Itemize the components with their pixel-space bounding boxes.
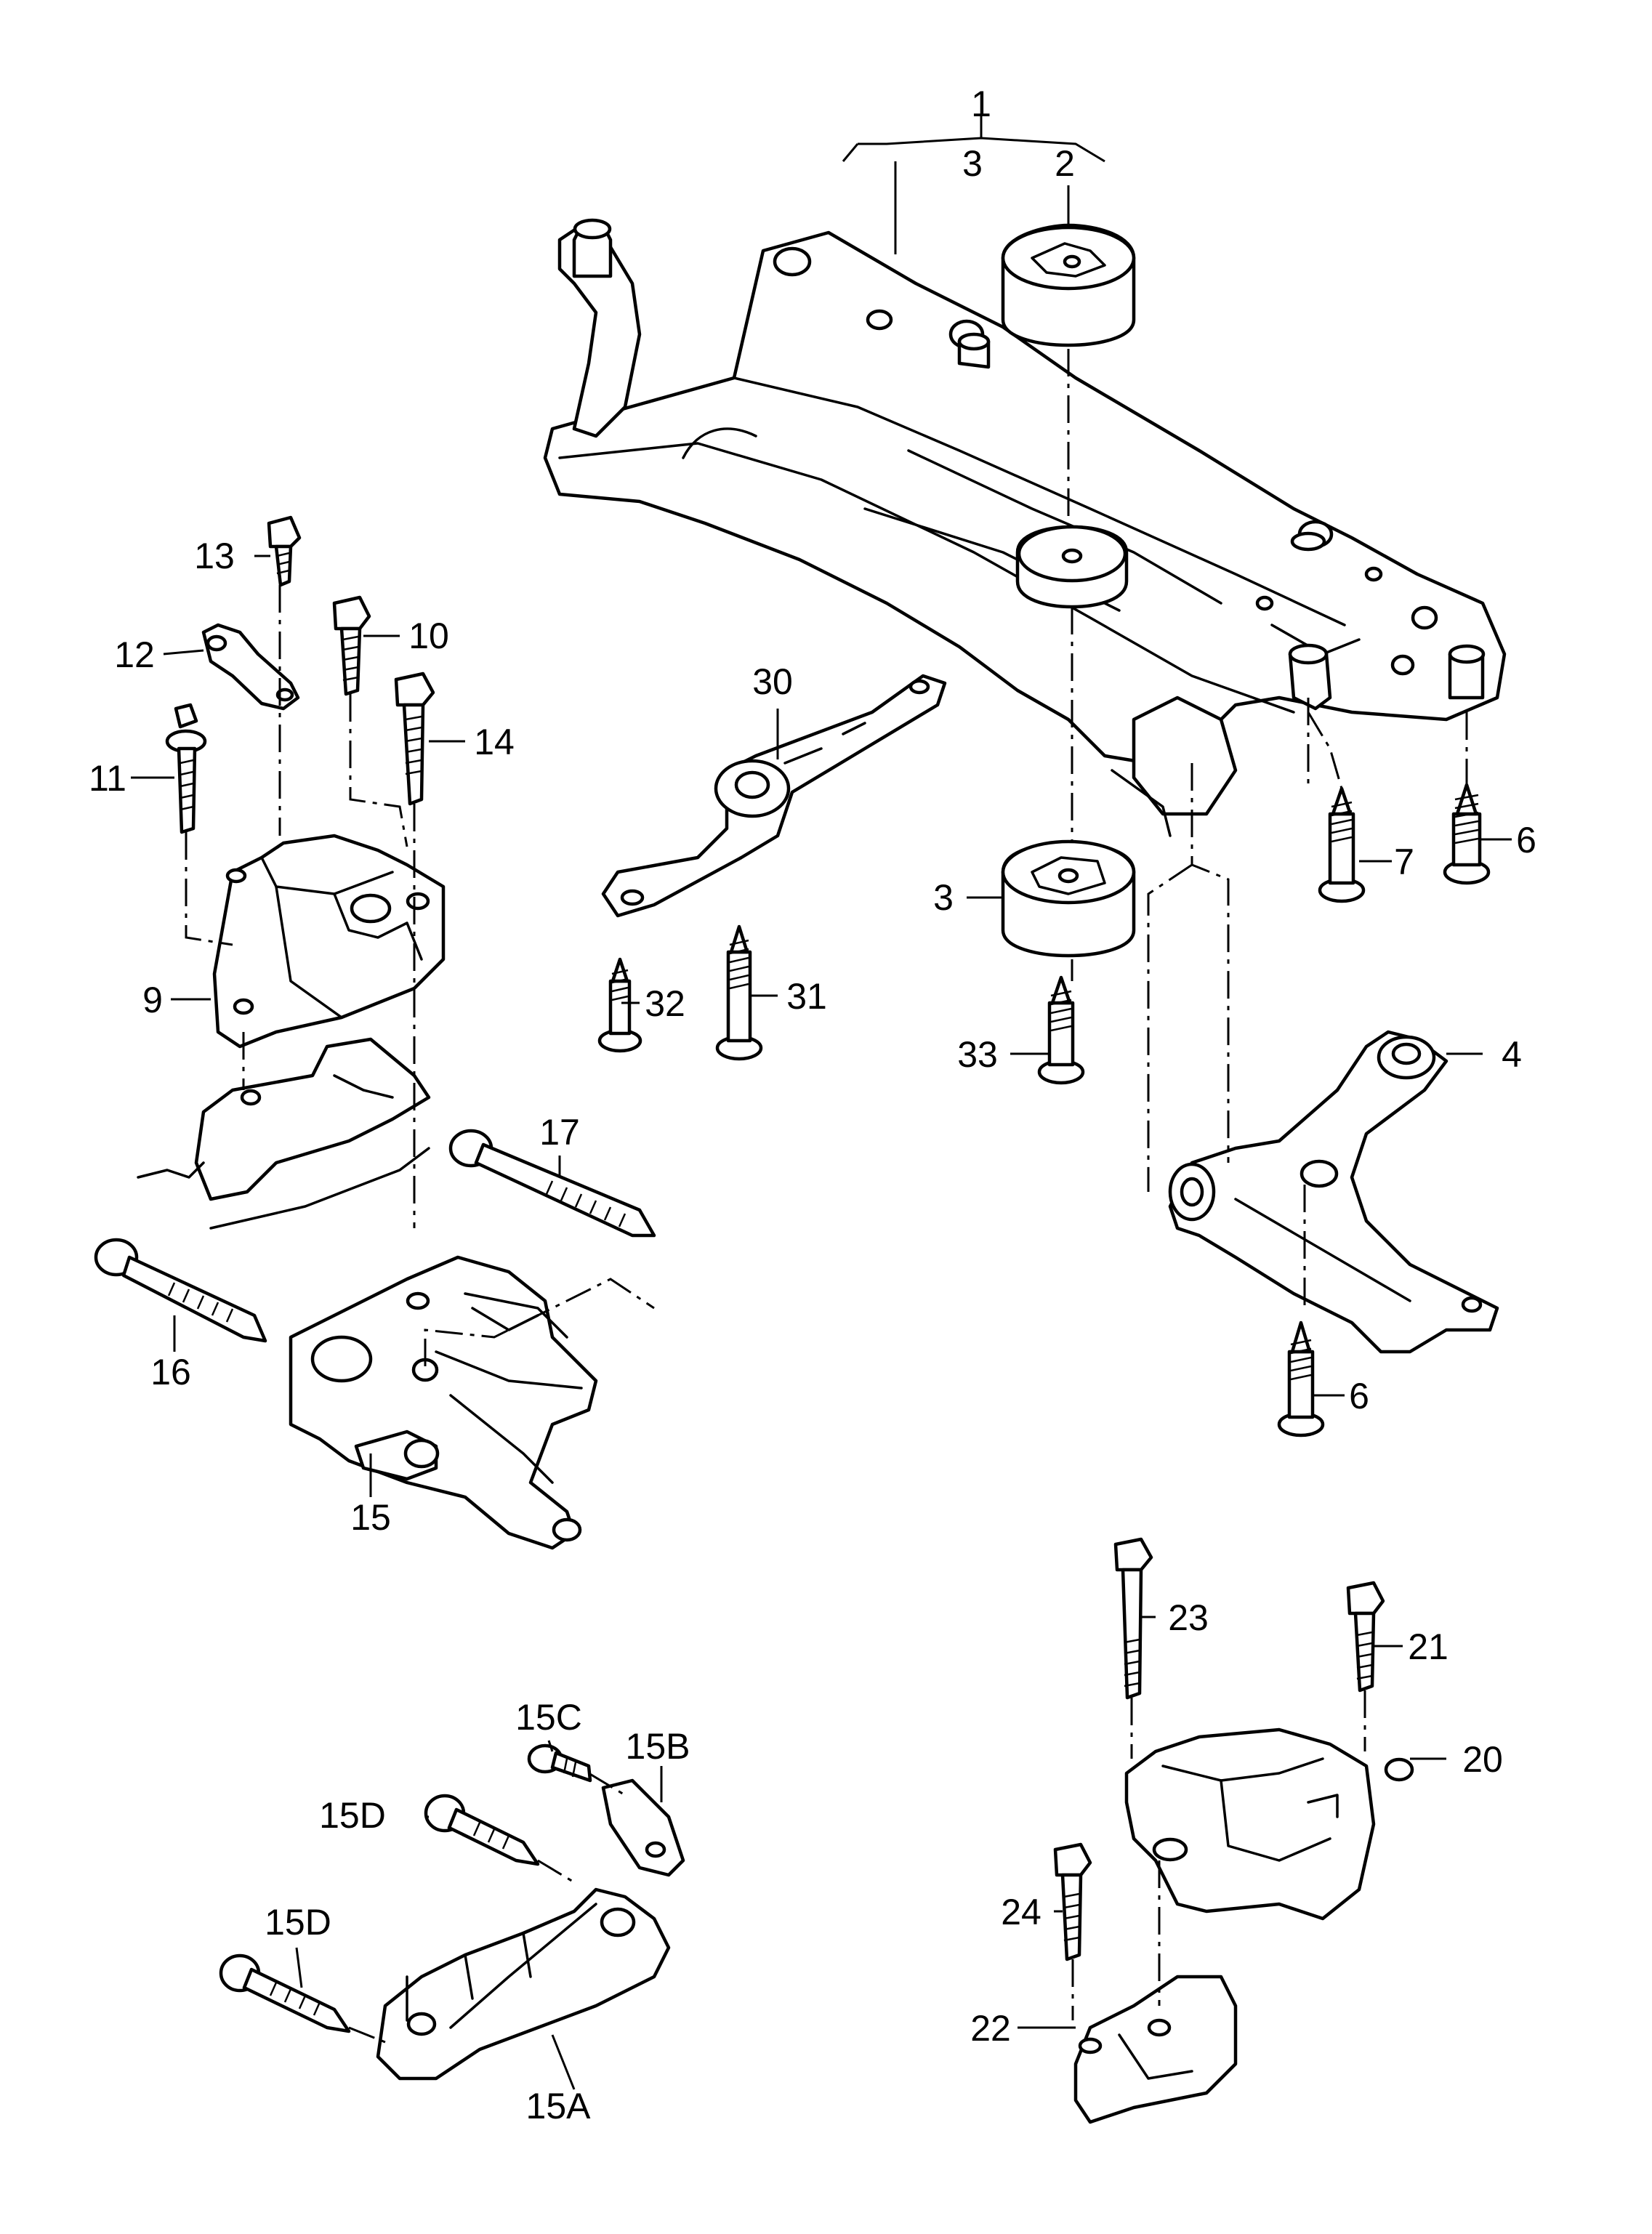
engine-bracket bbox=[137, 1037, 431, 1230]
bracket-12 bbox=[201, 623, 300, 711]
callout-6-lower: 6 bbox=[1349, 1376, 1369, 1416]
bolt-7 bbox=[1318, 786, 1366, 903]
callout-17: 17 bbox=[539, 1112, 580, 1153]
bolt-33 bbox=[1037, 975, 1085, 1085]
subframe-part bbox=[543, 218, 1507, 837]
callout-22: 22 bbox=[970, 2008, 1011, 2049]
callout-10: 10 bbox=[408, 616, 449, 656]
callout-4: 4 bbox=[1502, 1034, 1522, 1075]
bolt-16 bbox=[94, 1238, 267, 1343]
callout-15A: 15A bbox=[526, 2086, 592, 2126]
bolt-24 bbox=[1053, 1842, 1092, 1961]
callout-33: 33 bbox=[957, 1034, 998, 1075]
leader-lines bbox=[131, 116, 1512, 2090]
callout-15D-lower: 15D bbox=[265, 1902, 331, 1943]
bolt-32 bbox=[597, 957, 642, 1053]
bolt-15D-upper bbox=[424, 1794, 540, 1866]
callout-2: 2 bbox=[1055, 143, 1075, 184]
bolt-15C bbox=[527, 1743, 592, 1783]
callout-15B: 15B bbox=[626, 1726, 690, 1767]
callout-31: 31 bbox=[786, 976, 827, 1017]
bolt-17 bbox=[448, 1129, 656, 1238]
bolt-14 bbox=[394, 672, 435, 806]
callout-6-upper: 6 bbox=[1516, 820, 1536, 860]
bolt-11 bbox=[165, 703, 207, 834]
gearbox-mount-20 bbox=[1124, 1727, 1414, 1921]
callout-7: 7 bbox=[1394, 842, 1414, 882]
callout-21: 21 bbox=[1408, 1626, 1448, 1667]
bracket-15B bbox=[601, 1778, 685, 1877]
callout-labels: 1 3 2 30 3 33 32 31 7 6 4 6 13 12 10 11 … bbox=[89, 84, 1536, 2126]
mount-bushing-3-seated bbox=[1015, 525, 1129, 609]
callout-15C: 15C bbox=[515, 1697, 582, 1738]
mount-bushing-3 bbox=[1001, 839, 1136, 958]
bolt-15D-lower bbox=[219, 1953, 351, 2033]
assembly-lines bbox=[185, 349, 1468, 2044]
bracket-15A bbox=[376, 1887, 671, 2081]
callout-14: 14 bbox=[474, 722, 515, 762]
bolt-21 bbox=[1346, 1581, 1385, 1693]
bolt-6a bbox=[1443, 783, 1491, 885]
mount-bushing-2 bbox=[1001, 223, 1136, 347]
gearbox-mount-15 bbox=[289, 1255, 598, 1550]
callout-3-top: 3 bbox=[962, 143, 983, 184]
bolt-13 bbox=[267, 515, 302, 587]
callout-12: 12 bbox=[114, 634, 155, 675]
callout-32: 32 bbox=[645, 983, 685, 1024]
callout-15: 15 bbox=[350, 1497, 391, 1538]
callout-16: 16 bbox=[150, 1352, 191, 1392]
callout-9: 9 bbox=[142, 980, 163, 1020]
pendulum-support-30 bbox=[601, 674, 947, 918]
callout-11: 11 bbox=[89, 758, 126, 799]
callout-24: 24 bbox=[1001, 1892, 1041, 1932]
callout-20: 20 bbox=[1462, 1739, 1503, 1780]
callout-15D-upper: 15D bbox=[319, 1795, 386, 1836]
bolt-6b bbox=[1277, 1320, 1325, 1437]
bolt-10 bbox=[332, 595, 371, 696]
bracket-22 bbox=[1073, 1975, 1238, 2124]
engine-mount-9 bbox=[212, 834, 446, 1049]
wishbone-4 bbox=[1168, 1030, 1499, 1354]
bolt-23 bbox=[1113, 1537, 1153, 1700]
callout-23: 23 bbox=[1168, 1597, 1209, 1638]
callout-1: 1 bbox=[971, 84, 991, 124]
callout-30: 30 bbox=[752, 661, 793, 702]
callout-13: 13 bbox=[194, 536, 235, 576]
bolt-31 bbox=[715, 924, 763, 1061]
callout-3: 3 bbox=[933, 877, 954, 918]
